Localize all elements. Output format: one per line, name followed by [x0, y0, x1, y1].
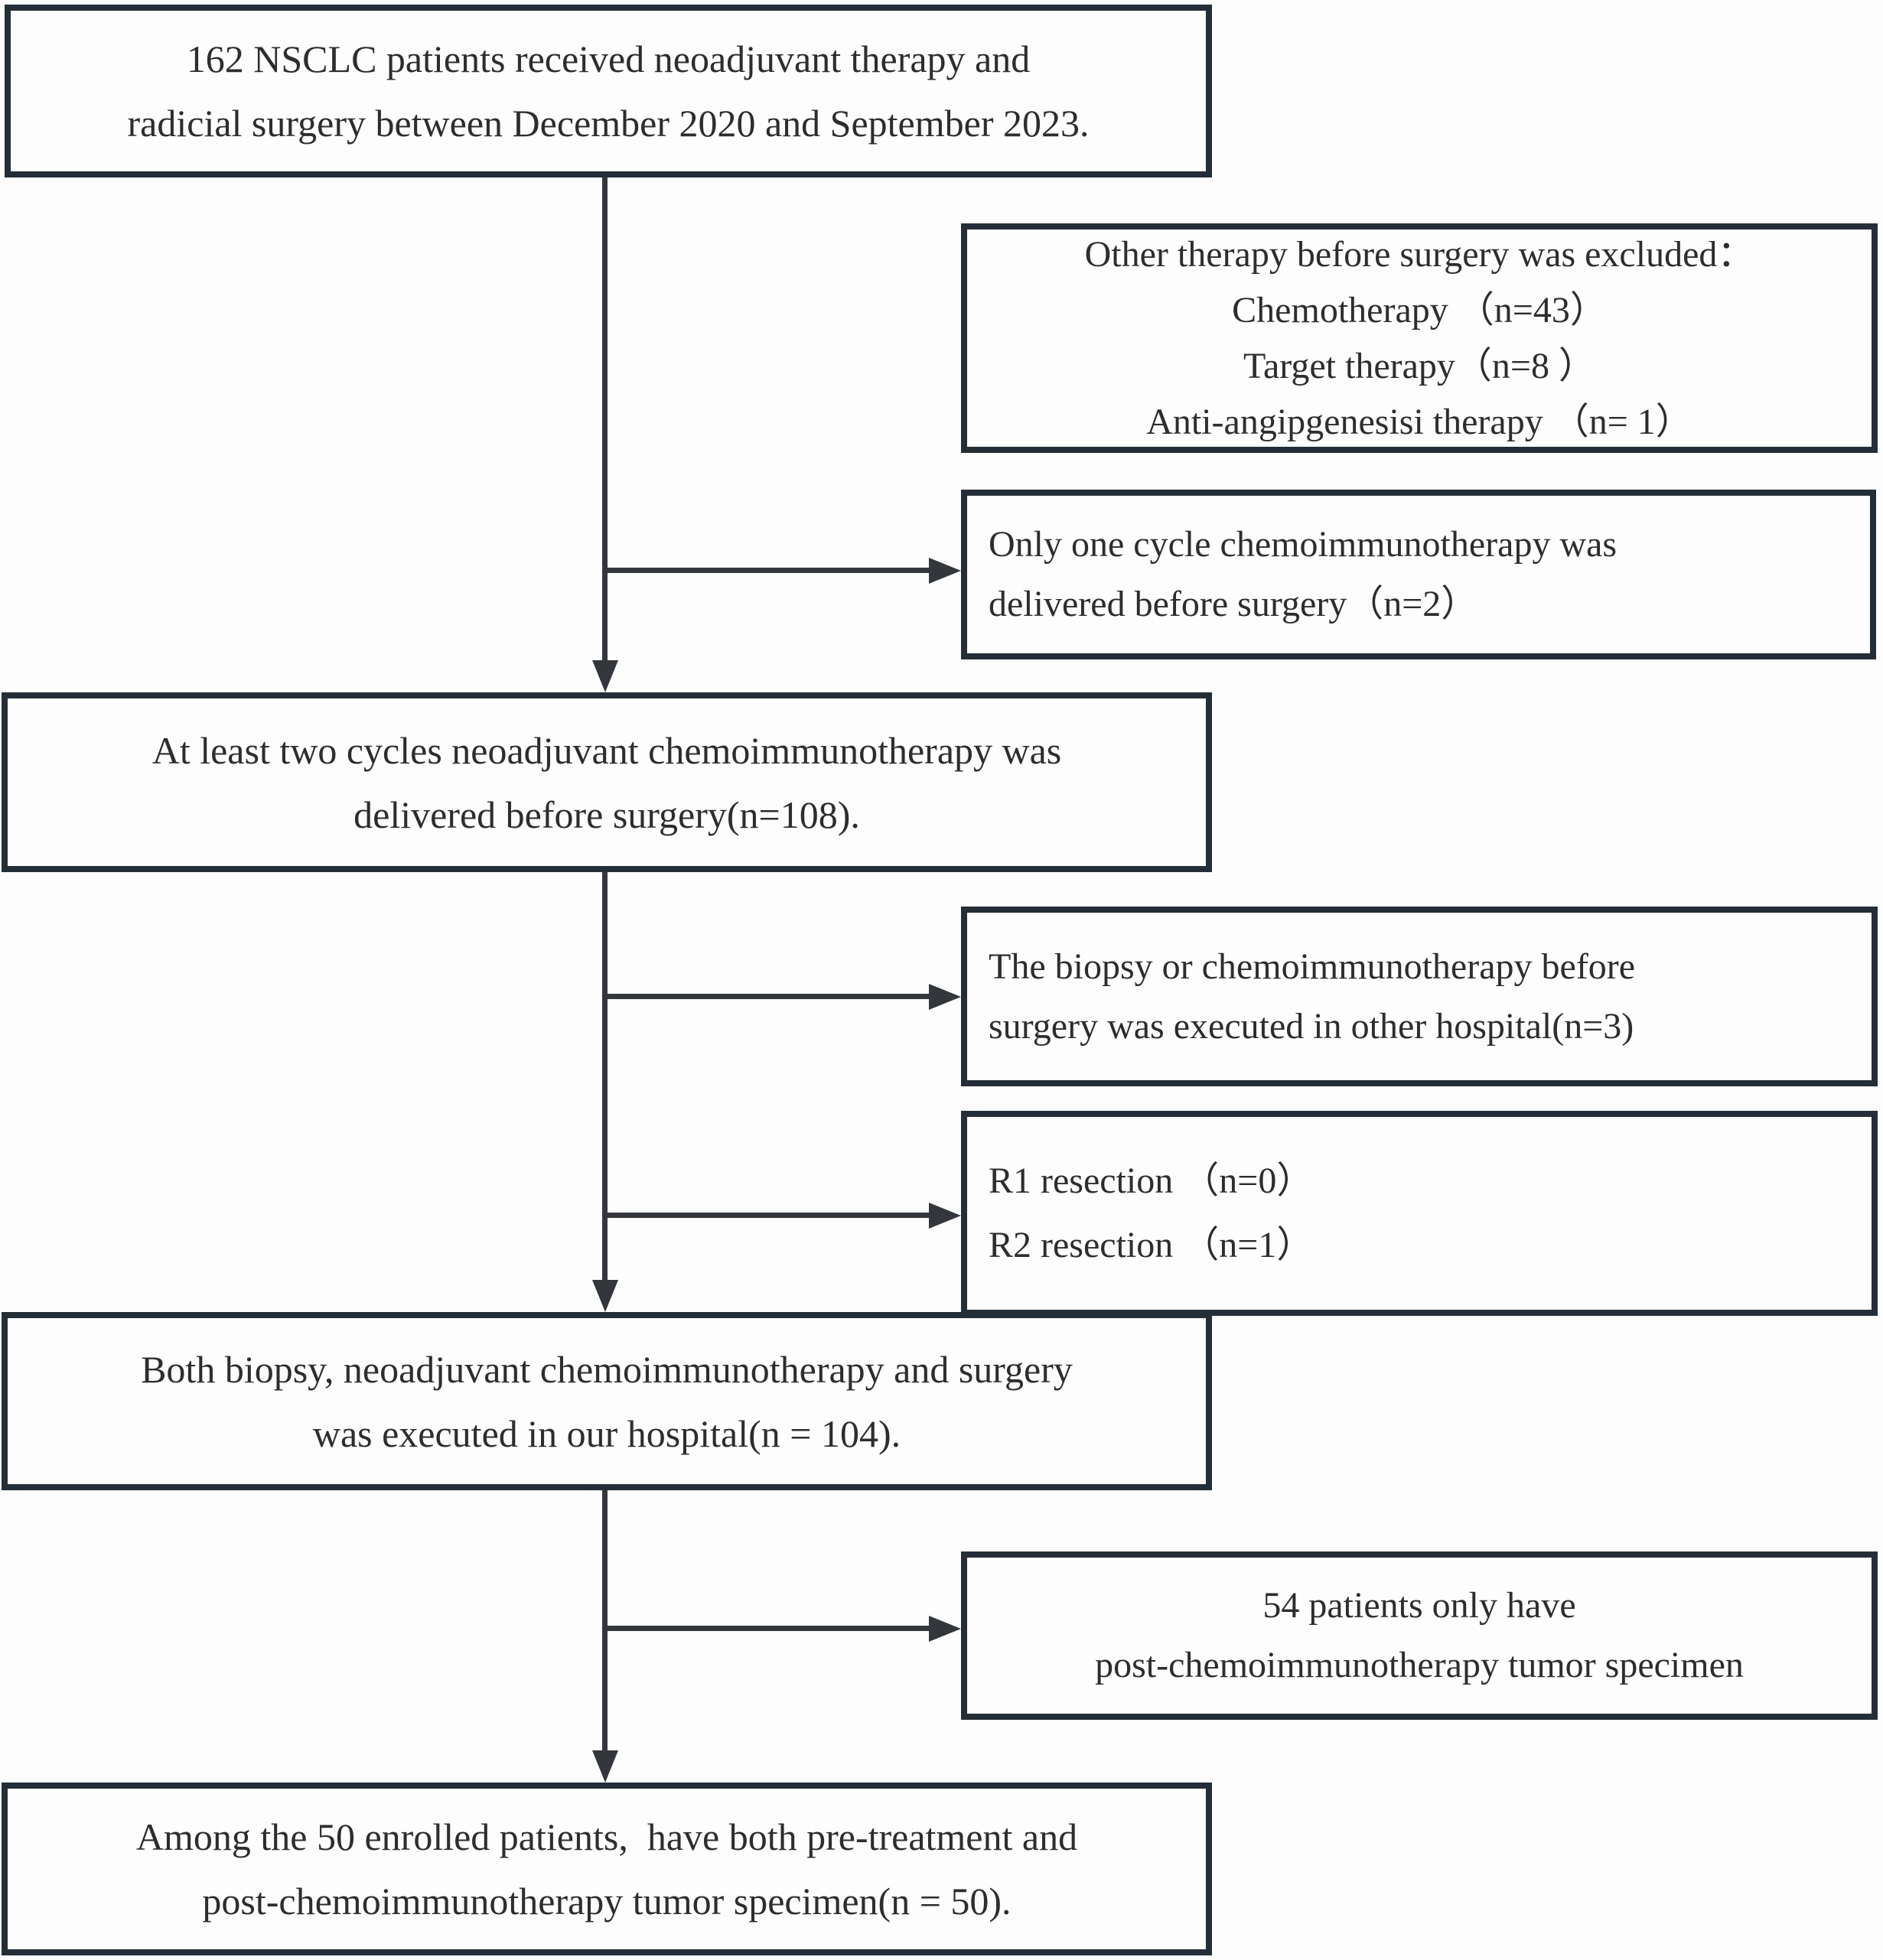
- excluded-other-therapy-line-4: Anti-angipgenesisi therapy （n= 1）: [1146, 402, 1692, 442]
- arrow-right-icon: [929, 1203, 961, 1229]
- box-enrolled: Among the 50 enrolled patients, have bot…: [2, 1783, 1212, 1955]
- connector-to-one-cycle-exclusion: [604, 568, 929, 573]
- arrow-down-icon: [592, 660, 618, 692]
- connector-to-resection-exclusion: [604, 1213, 929, 1218]
- excluded-post-only-line-1: 54 patients only have: [1262, 1585, 1576, 1626]
- connector-to-post-only-exclusion: [604, 1626, 929, 1631]
- connector-initial-to-two-cycles: [602, 177, 608, 662]
- excluded-other-therapy-line-1: Other therapy before surgery was exclude…: [1084, 234, 1754, 275]
- excluded-one-cycle-line-2: delivered before surgery（n=2）: [989, 584, 1478, 624]
- box-excluded-resection: R1 resection （n=0） R2 resection （n=1）: [961, 1111, 1878, 1316]
- box-excluded-other-hospital: The biopsy or chemoimmunotherapy before …: [961, 907, 1878, 1086]
- our-hospital-line-1: Both biopsy, neoadjuvant chemoimmunother…: [141, 1347, 1073, 1391]
- enrolled-line-2: post-chemoimmunotherapy tumor specimen(n…: [202, 1880, 1012, 1923]
- box-excluded-other-therapy: Other therapy before surgery was exclude…: [961, 223, 1878, 453]
- connector-our-hospital-to-enrolled: [602, 1490, 608, 1750]
- excluded-other-therapy-line-3: Target therapy（n=8 ）: [1243, 346, 1596, 386]
- arrow-right-icon: [929, 558, 961, 584]
- two-cycles-line-1: At least two cycles neoadjuvant chemoimm…: [151, 728, 1062, 772]
- excluded-other-therapy-line-2: Chemotherapy （n=43）: [1232, 290, 1607, 330]
- arrow-down-icon: [592, 1280, 618, 1312]
- excluded-resection-line-1: R1 resection （n=0）: [989, 1161, 1314, 1201]
- two-cycles-line-2: delivered before surgery(n=108).: [353, 793, 860, 836]
- arrow-right-icon: [929, 1616, 961, 1642]
- box-excluded-post-only: 54 patients only have post-chemoimmunoth…: [961, 1551, 1878, 1720]
- arrow-down-icon: [592, 1750, 618, 1783]
- excluded-post-only-line-2: post-chemoimmunotherapy tumor specimen: [1095, 1645, 1744, 1685]
- connector-to-other-hospital-exclusion: [604, 994, 929, 999]
- excluded-other-hospital-line-1: The biopsy or chemoimmunotherapy before: [989, 946, 1636, 987]
- arrow-right-icon: [929, 984, 961, 1010]
- box-initial-cohort: 162 NSCLC patients received neoadjuvant …: [5, 5, 1212, 177]
- excluded-other-hospital-line-2: surgery was executed in other hospital(n…: [989, 1005, 1634, 1047]
- enrolled-line-1: Among the 50 enrolled patients, have bot…: [135, 1815, 1078, 1858]
- excluded-one-cycle-line-1: Only one cycle chemoimmunotherapy was: [989, 524, 1617, 565]
- excluded-resection-line-2: R2 resection （n=1）: [989, 1225, 1314, 1265]
- our-hospital-line-2: was executed in our hospital(n = 104).: [312, 1411, 901, 1455]
- box-our-hospital: Both biopsy, neoadjuvant chemoimmunother…: [2, 1312, 1212, 1490]
- initial-cohort-line-1: 162 NSCLC patients received neoadjuvant …: [186, 37, 1031, 80]
- connector-two-cycles-to-our-hospital: [602, 872, 608, 1280]
- box-excluded-one-cycle: Only one cycle chemoimmunotherapy was de…: [961, 490, 1876, 659]
- box-two-cycles: At least two cycles neoadjuvant chemoimm…: [2, 692, 1212, 872]
- initial-cohort-line-2: radicial surgery between December 2020 a…: [127, 102, 1090, 145]
